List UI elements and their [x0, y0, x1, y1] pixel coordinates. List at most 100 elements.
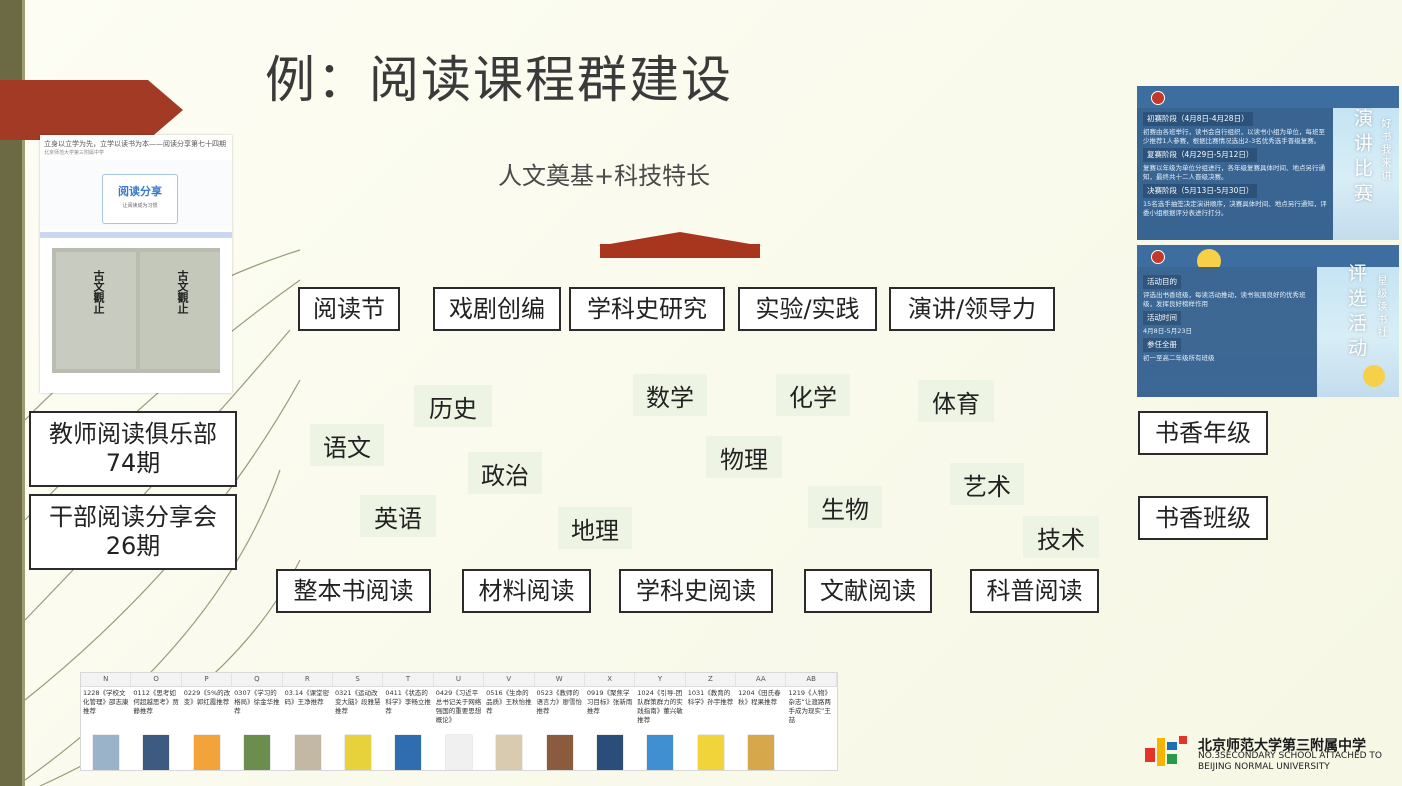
phase3-label: 决赛阶段（5月13日-5月30日）	[1143, 184, 1258, 198]
sheet-cell[interactable]: 0229《5%的改变》郭红霞推荐	[182, 687, 232, 770]
subject-physics[interactable]: 物理	[706, 436, 782, 478]
reading-material[interactable]: 材料阅读	[462, 569, 591, 613]
book-cover-image	[294, 735, 321, 770]
book-cover-image	[697, 735, 724, 770]
activity-drama[interactable]: 戏剧创编	[433, 287, 561, 331]
subject-art[interactable]: 艺术	[950, 463, 1024, 505]
subject-history[interactable]: 历史	[414, 385, 492, 427]
reading-whole-book[interactable]: 整本书阅读	[276, 569, 431, 613]
club1-line2: 74期	[105, 449, 161, 477]
subject-chinese[interactable]: 语文	[310, 424, 384, 466]
sheet-col-header: W	[535, 673, 585, 686]
speech-contest-poster[interactable]: 初赛阶段（4月8日-4月28日） 初赛由各班举行，读书会自行组织，以读书小组为单…	[1137, 86, 1399, 240]
sheet-cell-text: 03.14《课堂密码》王净推荐	[284, 689, 330, 706]
sheet-cell[interactable]: 0112《思考如何超越思考》贾静推荐	[131, 687, 181, 770]
sheet-cell-text: 1031《教育的科学》孙宇推荐	[687, 689, 734, 706]
sheet-cell[interactable]: 0307《学习的格局》徐金华推荐	[232, 687, 282, 770]
scholarly-class-box[interactable]: 书香班级	[1138, 496, 1268, 540]
subject-english[interactable]: 英语	[360, 495, 436, 537]
reading-literature[interactable]: 文献阅读	[804, 569, 932, 613]
club1-line1: 教师阅读俱乐部	[49, 420, 217, 449]
subject-pe[interactable]: 体育	[918, 380, 994, 422]
subject-chemistry[interactable]: 化学	[776, 374, 850, 416]
book-cover-image	[395, 735, 422, 770]
sheet-cell-text: 1228《学校文化管理》邵志康推荐	[83, 689, 129, 715]
subject-math[interactable]: 数学	[633, 374, 707, 416]
sheet-cell[interactable]: 0919《聚焦学习目标》张新雨推荐	[585, 687, 635, 770]
sheet-col-header: X	[585, 673, 636, 686]
sheet-cell[interactable]: 0429《习近平总书记关于网络强国的重要思想概论》	[434, 687, 484, 770]
subject-politics[interactable]: 政治	[468, 452, 542, 494]
sheet-cell[interactable]: 1204《田氏春秋》程果推荐	[736, 687, 786, 770]
phase3-text: 15名选手抽签决定演讲顺序，决赛具体时间、地点另行通知，评委小组根据评分表进行打…	[1143, 200, 1327, 217]
book-cover-image	[143, 735, 170, 770]
sheet-cell[interactable]: 0516《生命的品质》王秋怡推荐	[484, 687, 534, 770]
bar-label: 导读	[46, 243, 57, 249]
up-arrow-base	[600, 244, 760, 258]
reading-share-card[interactable]: 立身以立学为先，立学以读书为本——阅读分享第七十四期 北京师范大学第三附属中学 …	[40, 135, 232, 393]
sheet-cell-text: 0411《状态的科学》李畅立推荐	[385, 689, 431, 715]
sheet-cell[interactable]: 1228《学校文化管理》邵志康推荐	[81, 687, 131, 770]
sheet-cell[interactable]: 03.14《课堂密码》王净推荐	[283, 687, 333, 770]
sheet-col-header: O	[131, 673, 182, 686]
sheet-cell[interactable]: 0411《状态的科学》李畅立推荐	[383, 687, 433, 770]
sheet-col-header: Q	[232, 673, 283, 686]
teacher-reading-club-box[interactable]: 教师阅读俱乐部 74期	[29, 411, 237, 487]
reading-badge: 阅读分享 让阅读成为习惯	[102, 174, 178, 224]
book-cover-image	[647, 735, 674, 770]
activity-subject-history[interactable]: 学科史研究	[569, 287, 725, 331]
card-subheader: 北京师范大学第三附属中学	[44, 150, 105, 156]
school-emblem-icon-2	[1151, 250, 1165, 264]
school-name-cn: 北京师范大学第三附属中学	[1198, 738, 1366, 754]
subject-geography[interactable]: 地理	[558, 507, 632, 549]
phase2-text: 复赛以年级为单位分组进行，各年级复赛具体时间、地点另行通知，最终共十二人晋级决赛…	[1143, 164, 1325, 181]
sheet-col-header: U	[434, 673, 485, 686]
phase1-label: 初赛阶段（4月8日-4月28日）	[1143, 112, 1253, 126]
sheet-cell-text: 1024《引导-团队群策群力的实践指南》董兴敏推荐	[637, 689, 683, 724]
selection-activity-poster[interactable]: 活动目的 评选出书香班级，每读活动推动，读书氛围良好的优秀班级，发挥良好榜样作用…	[1137, 245, 1399, 397]
page-title: 例：阅读课程群建设	[265, 51, 733, 109]
card-bar: 导读	[40, 232, 232, 249]
subject-biology[interactable]: 生物	[808, 486, 882, 528]
p2-item2-label: 活动时间	[1143, 311, 1181, 325]
p2-item3-text: 初一至高二年级所有班级	[1143, 354, 1215, 362]
sheet-cell-text: 0307《学习的格局》徐金华推荐	[234, 689, 280, 715]
sheet-col-header: AA	[736, 673, 787, 686]
sheet-cell[interactable]: 1219《人物》杂志“让渡路两手成为现实”王喆	[786, 687, 836, 770]
sheet-cell-text: 0321《运动改变大脑》段雅慧推荐	[334, 689, 381, 715]
activity-speech[interactable]: 演讲/领导力	[889, 287, 1055, 331]
scholarly-grade-box[interactable]: 书香年级	[1138, 411, 1268, 455]
activity-reading-festival[interactable]: 阅读节	[298, 287, 400, 331]
sheet-cell[interactable]: 0321《运动改变大脑》段雅慧推荐	[333, 687, 383, 770]
school-logo-shape	[1145, 736, 1187, 766]
book-cover-image	[496, 735, 523, 770]
reading-popular-science[interactable]: 科普阅读	[970, 569, 1099, 613]
sheet-cell-text: 1219《人物》杂志“让渡路两手成为现实”王喆	[788, 689, 832, 724]
sheet-col-header: N	[81, 673, 132, 686]
page-subtitle: 人文奠基+科技特长	[498, 162, 711, 190]
phase1-text: 初赛由各班举行，读书会自行组织，以读书小组为单位，每班至少推荐1人参赛，根据比赛…	[1143, 128, 1325, 145]
cadre-reading-share-box[interactable]: 干部阅读分享会 26期	[29, 494, 237, 570]
sheet-cell[interactable]: 1031《教育的科学》孙宇推荐	[686, 687, 736, 770]
sheet-cell-text: 0429《习近平总书记关于网络强国的重要思想概论》	[435, 689, 482, 724]
activity-experiment[interactable]: 实验/实践	[738, 287, 877, 331]
p2-item2-text: 4月8日-5月23日	[1143, 327, 1193, 335]
poster1-vertical-sub: 好书我来讲	[1379, 118, 1390, 183]
red-pentagon-shape	[0, 80, 183, 140]
sheet-cell-text: 0919《聚焦学习目标》张新雨推荐	[586, 689, 633, 715]
sheet-col-header: P	[182, 673, 233, 686]
sheet-col-header: S	[333, 673, 384, 686]
sheet-cell[interactable]: 1024《引导-团队群策群力的实践指南》董兴敏推荐	[635, 687, 685, 770]
sheet-cell[interactable]: 0523《教师的语言力》廖雪怡推荐	[535, 687, 585, 770]
card-banner: 阅读分享 让阅读成为习惯	[40, 160, 232, 230]
reading-subject-history[interactable]: 学科史阅读	[619, 569, 773, 613]
sheet-cell-text: 0112《思考如何超越思考》贾静推荐	[133, 689, 179, 715]
sheet-cell-text: 0229《5%的改变》郭红霞推荐	[183, 689, 231, 706]
slide-left-bar-accent	[22, 0, 25, 786]
sheet-cell-text: 0516《生命的品质》王秋怡推荐	[486, 689, 532, 715]
poster2-vertical-sub: 星级读书社	[1375, 275, 1386, 340]
club2-line1: 干部阅读分享会	[49, 503, 217, 532]
subject-technology[interactable]: 技术	[1023, 516, 1099, 558]
